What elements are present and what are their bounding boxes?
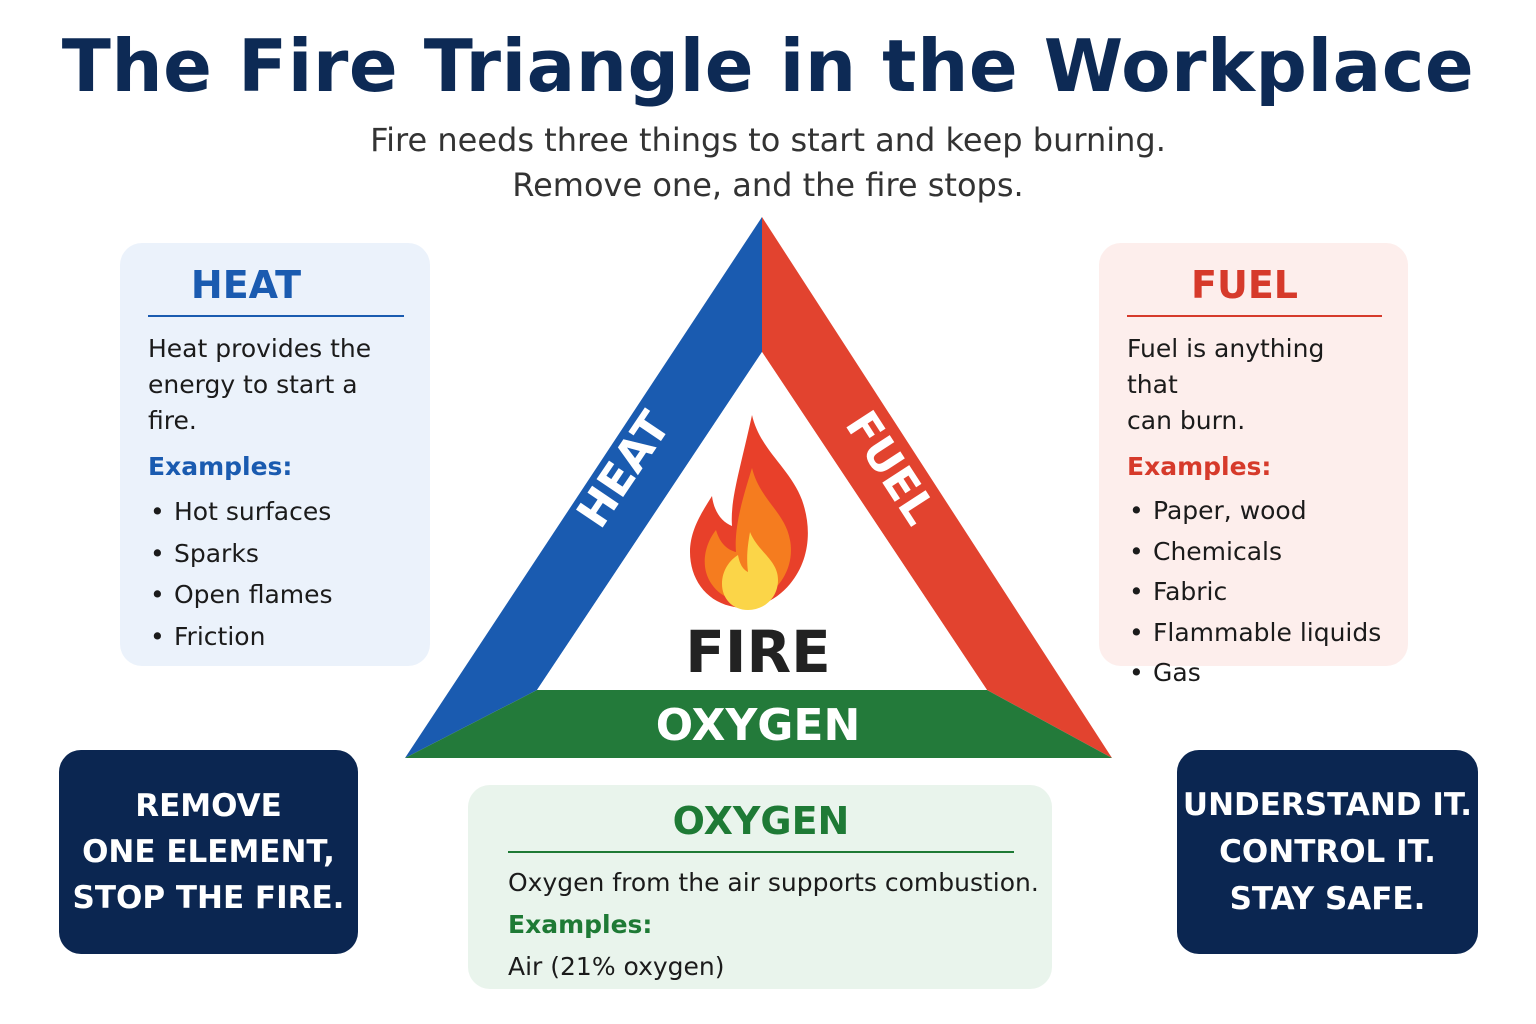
oxygen-heading: OXYGEN bbox=[672, 799, 850, 843]
callout-line: STOP THE FIRE. bbox=[72, 880, 345, 916]
fuel-description-line-2: can burn. bbox=[1127, 406, 1246, 435]
fuel-card: FUEL Fuel is anything that can burn. Exa… bbox=[1099, 243, 1408, 694]
list-item: Friction bbox=[148, 616, 404, 658]
heat-card: HEAT Heat provides the energy to start a… bbox=[120, 243, 430, 666]
oxygen-card: OXYGEN Oxygen from the air supports comb… bbox=[468, 785, 1052, 989]
flame-icon bbox=[690, 415, 808, 610]
heat-side bbox=[405, 217, 762, 758]
heat-heading: HEAT bbox=[190, 263, 302, 307]
remove-element-callout: REMOVE ONE ELEMENT, STOP THE FIRE. bbox=[59, 750, 358, 954]
callout-line: CONTROL IT. bbox=[1219, 833, 1436, 870]
oxygen-description: Oxygen from the air supports combustion. bbox=[508, 868, 1039, 897]
list-item: Hot surfaces bbox=[148, 491, 404, 533]
subtitle-line-1: Fire needs three things to start and kee… bbox=[370, 121, 1166, 159]
oxygen-divider bbox=[508, 851, 1014, 853]
oxygen-examples-label: Examples: bbox=[508, 910, 653, 939]
heat-description-line-2: energy to start a fire. bbox=[148, 370, 358, 435]
fuel-description-line-1: Fuel is anything that bbox=[1127, 334, 1325, 399]
list-item: Open flames bbox=[148, 574, 404, 616]
list-item: Paper, wood bbox=[1127, 491, 1382, 532]
heat-examples-label: Examples: bbox=[148, 452, 293, 481]
fuel-divider bbox=[1127, 315, 1382, 317]
list-item: Sparks bbox=[148, 533, 404, 575]
heat-examples-list: Hot surfaces Sparks Open flames Friction bbox=[148, 491, 404, 657]
fuel-heading: FUEL bbox=[1191, 263, 1298, 307]
callout-line: STAY SAFE. bbox=[1229, 880, 1426, 917]
callout-line: UNDERSTAND IT. bbox=[1182, 786, 1473, 823]
heat-divider bbox=[148, 315, 404, 317]
fuel-examples-list: Paper, wood Chemicals Fabric Flammable l… bbox=[1127, 491, 1382, 694]
list-item: Flammable liquids bbox=[1127, 613, 1382, 654]
oxygen-example: Air (21% oxygen) bbox=[508, 952, 725, 981]
callout-line: ONE ELEMENT, bbox=[82, 834, 335, 870]
fuel-side bbox=[762, 217, 1112, 758]
page-title: The Fire Triangle in the Workplace bbox=[61, 24, 1475, 108]
oxygen-side bbox=[405, 690, 1112, 758]
heat-description-line-1: Heat provides the bbox=[148, 334, 372, 363]
callout-line: REMOVE bbox=[135, 788, 282, 824]
stay-safe-callout: UNDERSTAND IT. CONTROL IT. STAY SAFE. bbox=[1177, 750, 1478, 954]
oxygen-side-label: OXYGEN bbox=[656, 700, 861, 751]
subtitle-line-2: Remove one, and the fire stops. bbox=[512, 166, 1024, 204]
list-item: Chemicals bbox=[1127, 532, 1382, 573]
list-item: Gas bbox=[1127, 653, 1382, 694]
fire-label: FIRE bbox=[685, 618, 830, 686]
fuel-examples-label: Examples: bbox=[1127, 452, 1272, 481]
subtitle: Fire needs three things to start and kee… bbox=[0, 118, 1536, 208]
list-item: Fabric bbox=[1127, 572, 1382, 613]
